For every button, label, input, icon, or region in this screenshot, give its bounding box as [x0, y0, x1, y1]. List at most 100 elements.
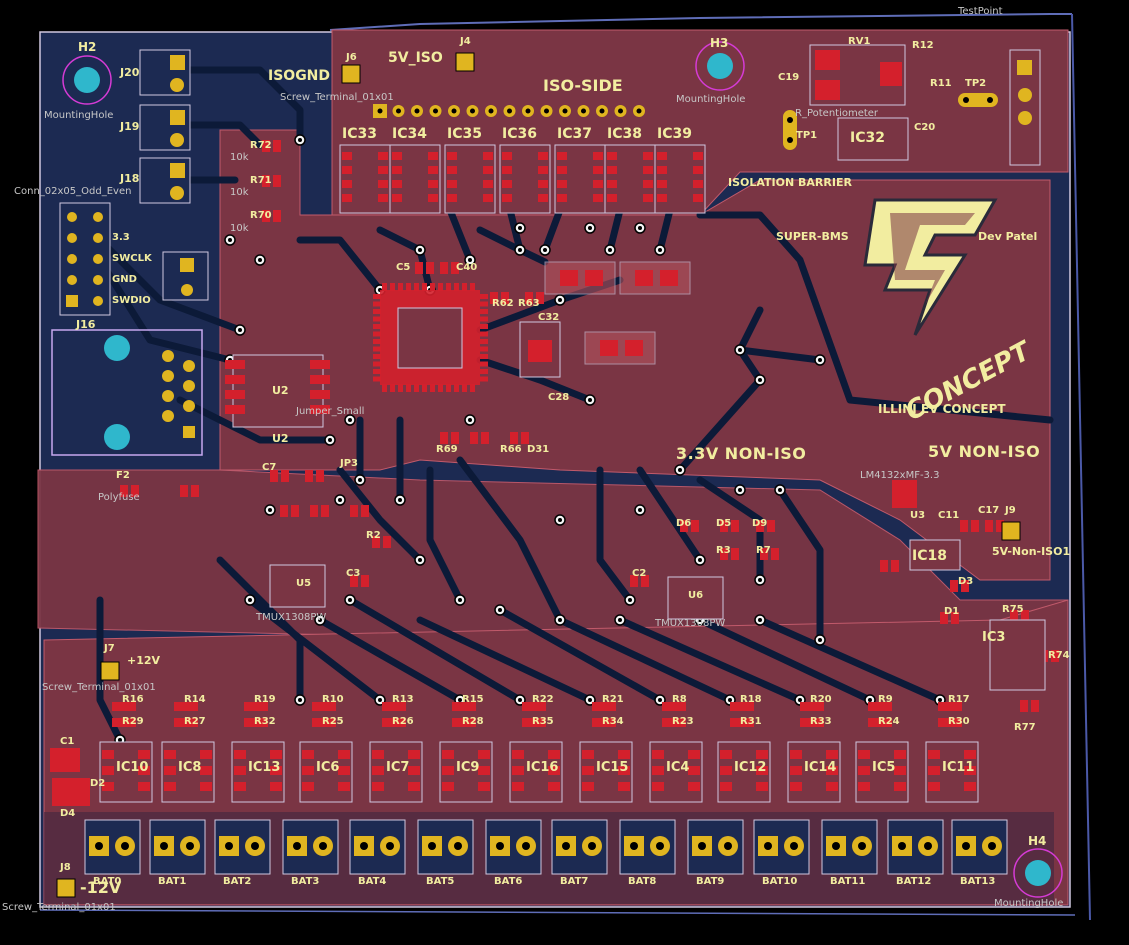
battery-connector-hole: [588, 842, 596, 850]
via-drill: [628, 598, 632, 602]
via-drill: [458, 698, 462, 702]
copper-trace: [656, 206, 674, 254]
resistor-bottom-label: R23: [672, 716, 694, 727]
battery-connector-hole: [630, 842, 638, 850]
mcu-pin: [470, 283, 475, 291]
passive-pad: [760, 548, 768, 560]
copper-trace: [496, 606, 664, 704]
resistor-bottom-label: R32: [254, 716, 276, 727]
mcu-pin: [373, 324, 381, 329]
ref-c11: C11: [938, 510, 960, 521]
stop-button-icon: [619, 261, 691, 295]
battery-connector-hole: [160, 842, 168, 850]
balancing-ic-pad: [234, 782, 246, 791]
balancing-ic-pad: [790, 750, 802, 759]
mounting-hole-h2-icon: [62, 55, 112, 105]
screw-terminal-j4-icon: [455, 52, 475, 72]
r72-value: 10k: [230, 152, 249, 163]
resistor-top-label: R19: [254, 694, 276, 705]
isolation-ic-pad: [378, 166, 388, 174]
resistor-top-label: R9: [878, 694, 893, 705]
mcu-pin: [373, 339, 381, 344]
copper-trace: [596, 466, 634, 604]
super-bms-label: SUPER-BMS: [776, 230, 849, 243]
ref-rv1: RV1: [848, 36, 871, 47]
isolation-ic-label: IC38: [607, 126, 642, 142]
ref-r70: R70: [250, 210, 272, 221]
ref-r72: R72: [250, 140, 272, 151]
ref-d31: D31: [527, 444, 550, 455]
mcu-pin: [438, 283, 443, 291]
via-drill: [658, 248, 662, 252]
passive-pad: [262, 140, 270, 152]
ref-j4: J4: [460, 36, 471, 47]
passive-pad: [372, 536, 380, 548]
j20-connector: [139, 49, 191, 96]
via-drill: [348, 598, 352, 602]
ref-c19: C19: [778, 72, 800, 83]
bat-connector-strip: [44, 812, 1054, 904]
balance-button-icon: [584, 331, 656, 365]
passive-pad: [1010, 610, 1018, 622]
balancing-ic-pad: [790, 766, 802, 775]
balancing-ic-pad: [478, 750, 490, 759]
screw-terminal-j8-icon: [56, 878, 76, 898]
resistor-pad: [244, 702, 268, 711]
ref-r63: R63: [518, 298, 540, 309]
ic32-body: [837, 117, 909, 161]
resistor-top-label: R14: [184, 694, 206, 705]
copper-trace: [606, 206, 624, 254]
copper-trace: [446, 206, 474, 264]
balancing-ic-pad: [102, 750, 114, 759]
screw-terminal-j7-icon: [100, 661, 120, 681]
battery-connector-hole: [962, 842, 970, 850]
via-drill: [738, 348, 742, 352]
iso-u2: [225, 354, 330, 428]
resistor-bottom-label: R29: [122, 716, 144, 727]
balancing-ic-pad: [720, 782, 732, 791]
balancing-ic-label: IC10: [116, 760, 149, 775]
lm4132-label: LM4132xMF-3.3: [860, 470, 940, 481]
mounting-hole-h4-icon: [1013, 848, 1063, 898]
battery-connector-hole: [562, 842, 570, 850]
via-drill: [658, 698, 662, 702]
ref-u3: U3: [910, 510, 926, 521]
mounting-hole-h3-icon: [695, 41, 745, 91]
resistor-bottom-label: R33: [810, 716, 832, 727]
passive-pad: [426, 262, 434, 274]
resistor-top-label: R17: [948, 694, 970, 705]
passive-pad: [120, 485, 128, 497]
pin-gnd-label: GND: [112, 274, 137, 285]
mcu-pin: [446, 384, 451, 392]
copper-trace: [756, 616, 944, 704]
balancing-ic-pad: [270, 750, 282, 759]
mcu-pin: [373, 376, 381, 382]
balancing-ic-pad: [652, 750, 664, 759]
balancing-ic-pad: [548, 766, 560, 775]
j5-pin-hole: [470, 108, 475, 114]
copper-trace: [616, 616, 804, 704]
passive-pad: [490, 292, 498, 304]
via-drill: [458, 598, 462, 602]
mcu-pin: [480, 294, 488, 299]
balancing-ic-label: IC5: [872, 760, 896, 775]
isolation-ic-pad: [657, 152, 667, 160]
balancing-ic-pad: [928, 782, 940, 791]
battery-connector-hole: [764, 842, 772, 850]
j5-pin-hole: [562, 108, 568, 114]
balancing-ic-pad: [138, 766, 150, 775]
passive-pad: [440, 432, 448, 444]
isolation-ic-label: IC35: [447, 126, 482, 142]
isolation-ic-pad: [538, 152, 548, 160]
mcu-pin: [390, 384, 395, 392]
balancing-ic-pad: [688, 750, 700, 759]
isolation-ic-pad: [342, 152, 352, 160]
isolation-ic-pad: [693, 152, 703, 160]
d2-diode: [52, 778, 90, 806]
via-drill: [398, 498, 402, 502]
ref-u2: U2: [272, 384, 289, 397]
mcu-pin: [480, 354, 488, 359]
via-drill: [558, 618, 562, 622]
battery-connector-hole: [293, 842, 301, 850]
